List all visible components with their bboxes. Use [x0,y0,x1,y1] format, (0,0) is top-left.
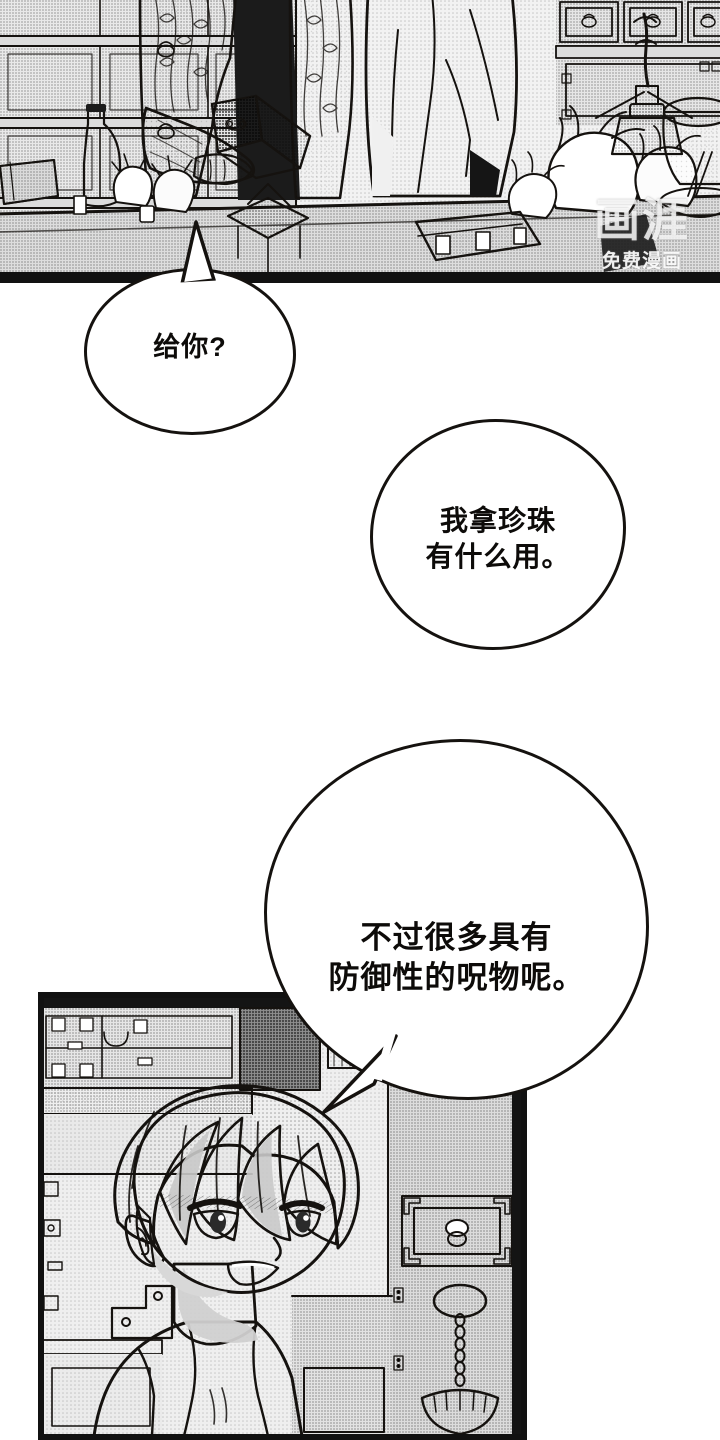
eye-right [279,1200,325,1238]
counter-box-left [0,159,59,205]
speech-bubble-1-text: 给你? [153,332,227,363]
figure-cardigan-holding-box [138,0,354,200]
hanging-lantern [226,183,310,275]
dark-cabinet-center [239,1007,321,1091]
speech-bubble-2-text: 我拿珍珠 有什么用。 [425,504,571,572]
speech-bubble-3: 不过很多具有 防御性的呪物呢。 [264,739,649,1100]
round-jar-right [662,96,720,186]
panel-apothecary-counter: 画涯 免费漫画 [0,0,720,283]
figure-white-shirt [364,0,518,198]
mouth-smile [226,1260,280,1286]
hinge-plate-left [110,1284,174,1340]
lower-shelf-left [42,1339,163,1436]
eye-left [187,1198,243,1240]
cloth-pouch-small [507,151,565,219]
hair [113,1084,360,1266]
counter-front-lower-right [291,1295,393,1436]
lacquer-box [210,94,312,180]
speech-bubble-3-text: 不过很多具有 防御性的呪物呢。 [328,919,585,995]
back-shelf-upper-left [42,1008,242,1088]
speech-bubble-1-tail [179,220,219,290]
hanging-chain-lantern [420,1283,500,1436]
panel-top-artwork [0,0,720,278]
small-jars-left [73,195,155,223]
cloth-pouch-left-2 [151,155,196,213]
speech-bubble-3-tail [322,1030,398,1114]
counter-bottle-left [82,104,122,208]
cloth-pouch-left [111,153,153,207]
speech-bubble-2: 我拿珍珠 有什么用。 [370,419,626,650]
flat-case-on-counter [414,210,542,262]
bowl-and-chopsticks [659,151,720,218]
character-young-man [92,1084,360,1436]
